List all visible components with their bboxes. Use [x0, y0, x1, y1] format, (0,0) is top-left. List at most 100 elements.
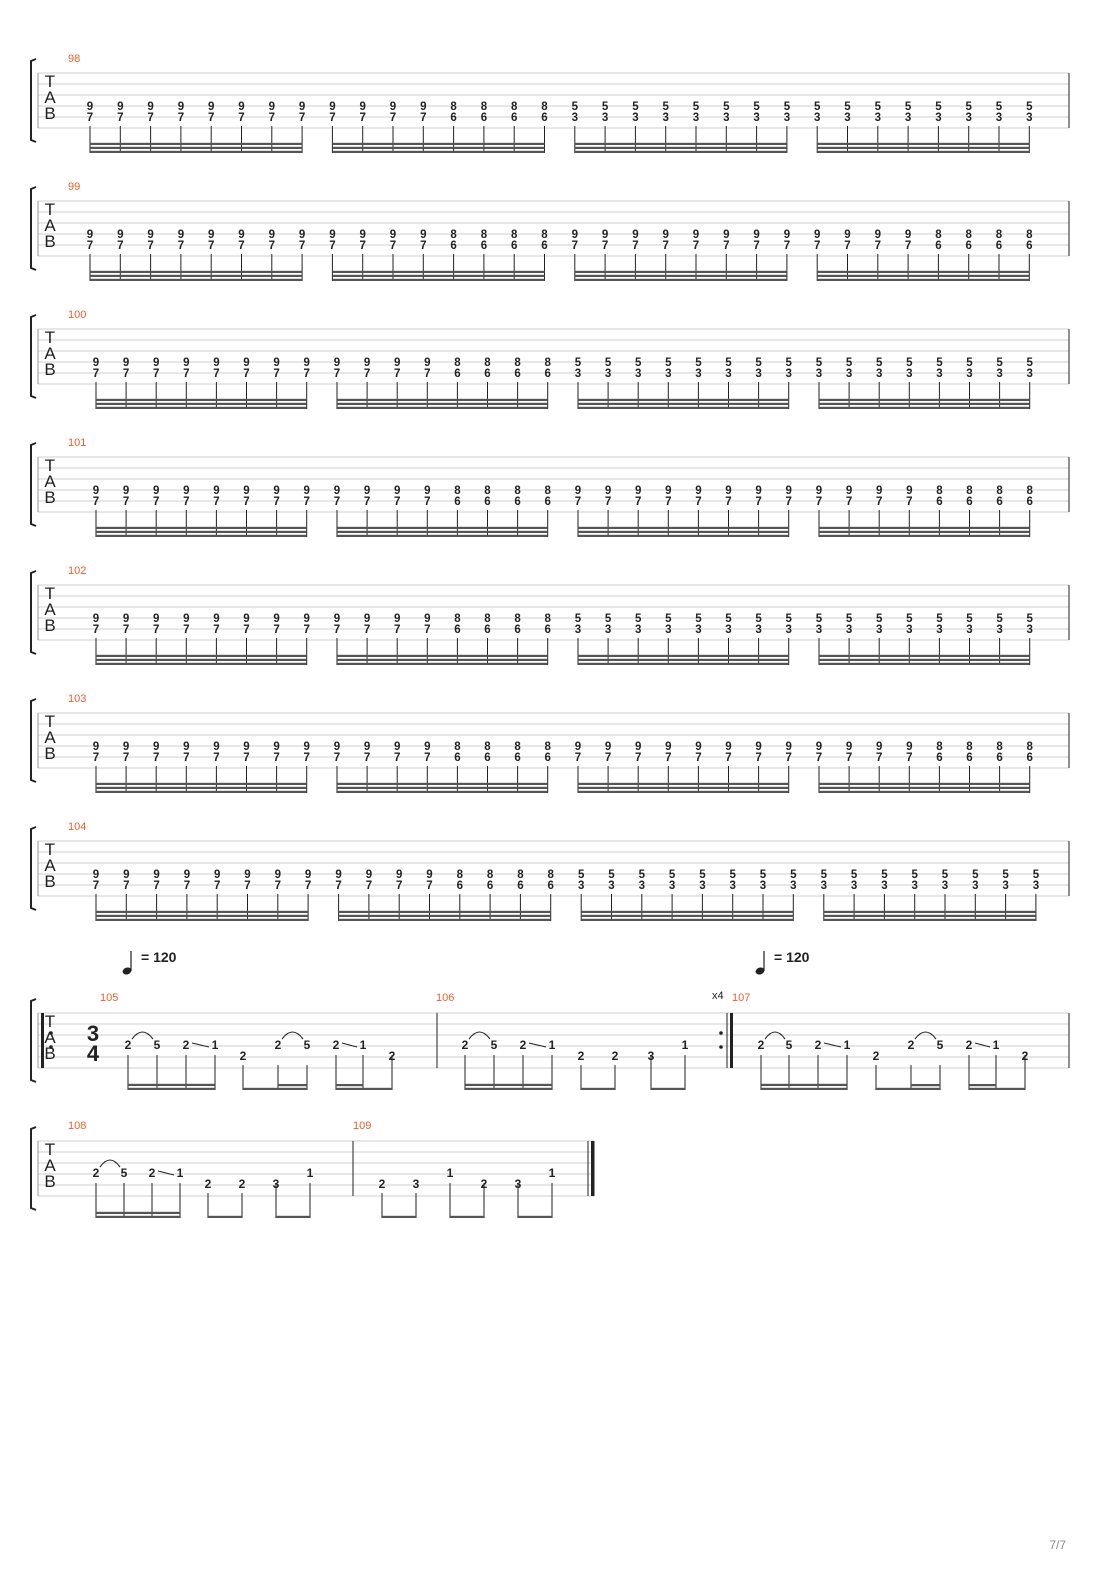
fret-number: 7 — [244, 880, 250, 892]
tie-arc — [468, 1031, 491, 1040]
fret-number: 9 — [243, 357, 249, 369]
fret-number: 6 — [484, 624, 490, 636]
beam — [90, 142, 303, 145]
fret-number: 2 — [966, 1038, 973, 1052]
fret-number: 6 — [514, 624, 520, 636]
fret-number: 5 — [605, 357, 612, 369]
tab-clef-b: B — [44, 1172, 55, 1191]
fret-number: 3 — [662, 112, 668, 124]
fret-number: 7 — [665, 496, 671, 508]
repeat-count: x4 — [712, 990, 724, 1002]
fret-number: 7 — [723, 240, 729, 252]
fret-number: 6 — [541, 240, 547, 252]
fret-number: 9 — [364, 485, 370, 497]
fret-number: 9 — [87, 229, 93, 241]
fret-number: 9 — [153, 869, 159, 881]
fret-number: 9 — [906, 485, 912, 497]
tab-clef-b: B — [44, 360, 55, 379]
fret-number: 5 — [575, 357, 582, 369]
fret-number: 9 — [273, 741, 279, 753]
beam — [817, 150, 1030, 153]
fret-number: 7 — [602, 240, 608, 252]
fret-number: 9 — [329, 229, 335, 241]
fret-number: 3 — [699, 880, 705, 892]
beam — [128, 1083, 215, 1086]
tab-clef-a: A — [44, 344, 56, 363]
slide-line — [157, 1170, 175, 1176]
fret-number: 2 — [149, 1166, 156, 1180]
fret-number: 7 — [665, 752, 671, 764]
beam — [96, 406, 307, 409]
beam — [817, 270, 1030, 273]
beam — [823, 910, 1036, 913]
fret-number: 7 — [275, 880, 281, 892]
tab-clef-a: A — [44, 728, 56, 747]
fret-number: 3 — [785, 368, 791, 380]
fret-number: 9 — [905, 229, 911, 241]
fret-number: 5 — [906, 357, 913, 369]
fret-number: 8 — [966, 741, 973, 753]
fret-number: 7 — [273, 624, 279, 636]
beam — [96, 658, 307, 661]
fret-number: 7 — [424, 624, 430, 636]
fret-number: 9 — [147, 229, 153, 241]
fret-number: 7 — [426, 880, 432, 892]
fret-number: 8 — [457, 869, 464, 881]
fret-number: 7 — [906, 752, 912, 764]
fret-number: 9 — [665, 741, 671, 753]
fret-number: 7 — [876, 496, 882, 508]
fret-number: 9 — [876, 485, 882, 497]
tab-clef-t: T — [45, 584, 55, 603]
fret-number: 3 — [851, 880, 857, 892]
fret-number: 7 — [238, 112, 244, 124]
fret-number: 9 — [213, 485, 219, 497]
fret-number: 9 — [303, 741, 309, 753]
fret-number: 9 — [213, 613, 219, 625]
beam — [581, 918, 794, 921]
fret-number: 3 — [669, 880, 675, 892]
fret-number: 7 — [147, 112, 153, 124]
beam — [96, 1215, 180, 1218]
beam — [578, 534, 789, 537]
fret-number: 8 — [517, 869, 524, 881]
time-signature-bottom: 4 — [87, 1041, 100, 1066]
fret-number: 9 — [755, 485, 761, 497]
fret-number: 7 — [243, 752, 249, 764]
fret-number: 3 — [972, 880, 978, 892]
fret-number: 9 — [424, 357, 430, 369]
tab-clef-t: T — [45, 840, 55, 859]
fret-number: 9 — [273, 485, 279, 497]
fret-number: 3 — [635, 368, 641, 380]
tab-clef-t: T — [45, 72, 55, 91]
tab-clef-a: A — [44, 856, 56, 875]
tab-clef-t: T — [45, 200, 55, 219]
fret-number: 3 — [966, 368, 972, 380]
fret-number: 5 — [699, 869, 706, 881]
fret-number: 7 — [243, 368, 249, 380]
fret-number: 3 — [578, 880, 584, 892]
beam — [337, 530, 548, 533]
tab-clef-b: B — [44, 616, 55, 635]
fret-number: 7 — [183, 752, 189, 764]
fret-number: 8 — [936, 485, 943, 497]
fret-number: 7 — [87, 240, 93, 252]
beam — [651, 1087, 685, 1090]
fret-number: 7 — [725, 496, 731, 508]
fret-number: 1 — [307, 1166, 314, 1180]
fret-number: 2 — [93, 1166, 100, 1180]
fret-number: 7 — [364, 496, 370, 508]
fret-number: 8 — [454, 357, 461, 369]
fret-number: 7 — [725, 752, 731, 764]
beam — [90, 146, 303, 149]
system-bracket — [30, 998, 37, 1083]
fret-number: 9 — [665, 485, 671, 497]
fret-number: 2 — [240, 1049, 247, 1063]
beam — [574, 150, 787, 153]
beam — [819, 530, 1030, 533]
fret-number: 6 — [454, 368, 460, 380]
fret-number: 9 — [846, 741, 852, 753]
fret-number: 6 — [514, 496, 520, 508]
slide-line — [974, 1042, 991, 1048]
fret-number: 9 — [814, 229, 820, 241]
fret-number: 3 — [755, 624, 761, 636]
